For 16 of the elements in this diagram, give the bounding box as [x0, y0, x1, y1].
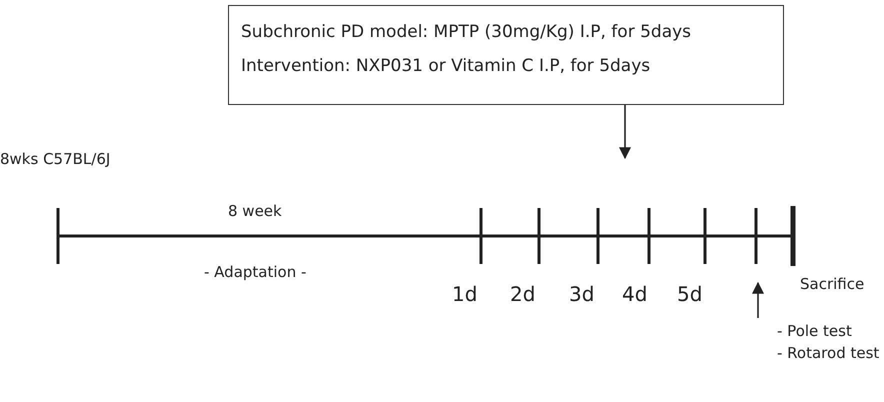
note-text: - Pole test: [777, 322, 852, 340]
phase-label: - Adaptation -: [204, 263, 306, 281]
note-text: Intervention: NXP031 or Vitamin C I.P, for 5days: [241, 56, 650, 76]
day-label: 1d: [452, 282, 478, 306]
note-text: Subchronic PD model: MPTP (30mg/Kg) I.P, for 5days: [241, 22, 692, 42]
endpoint-label: Sacrifice: [800, 275, 864, 293]
duration-label: 8 week: [228, 202, 282, 220]
arrow: [752, 282, 764, 318]
day-label: 4d: [622, 282, 648, 306]
day-label: 5d: [677, 282, 702, 306]
arrow: [619, 105, 631, 160]
note-text: - Rotarod test: [777, 344, 880, 362]
day-label: 2d: [510, 282, 536, 306]
note-box: [228, 5, 784, 105]
day-label: 3d: [569, 282, 594, 306]
start-label: 8wks C57BL/6J: [0, 150, 110, 168]
